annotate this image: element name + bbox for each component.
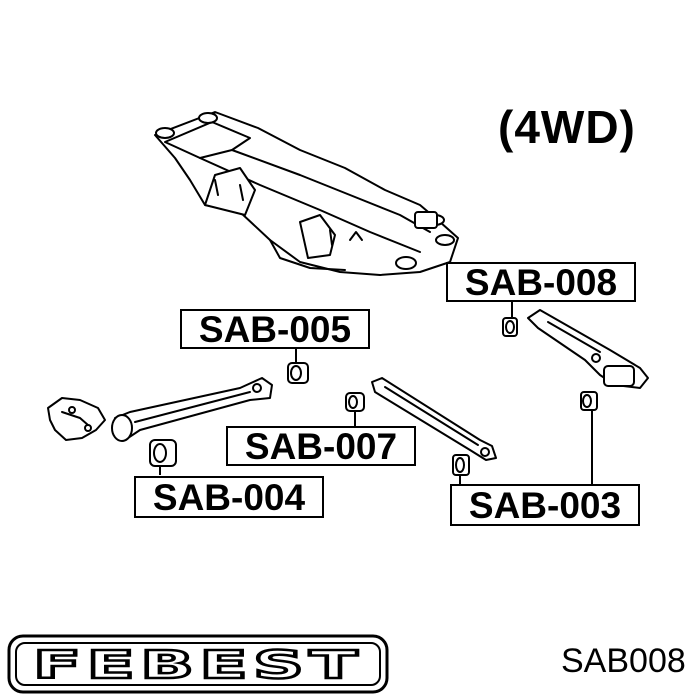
febest-logo: FEBEST: [7, 634, 389, 694]
upper-right-arm-drawing: [502, 309, 649, 389]
callout-sab003: SAB-003: [450, 484, 640, 526]
trailing-arm-drawing: [47, 377, 273, 467]
callout-sab008: SAB-008: [446, 262, 636, 302]
variant-label: (4WD): [498, 101, 636, 153]
bushing-sab003-drawing: [580, 391, 598, 411]
bushing-sab005-drawing: [287, 362, 309, 384]
callout-sab004: SAB-004: [134, 476, 324, 518]
lateral-link-drawing: [371, 377, 497, 476]
subframe-drawing: [154, 111, 459, 276]
callout-sab005: SAB-005: [180, 309, 370, 349]
part-number: SAB008: [561, 642, 686, 680]
logo-text: FEBEST: [33, 643, 363, 687]
callout-sab007: SAB-007: [226, 426, 416, 466]
bushing-sab007-drawing: [345, 392, 365, 412]
